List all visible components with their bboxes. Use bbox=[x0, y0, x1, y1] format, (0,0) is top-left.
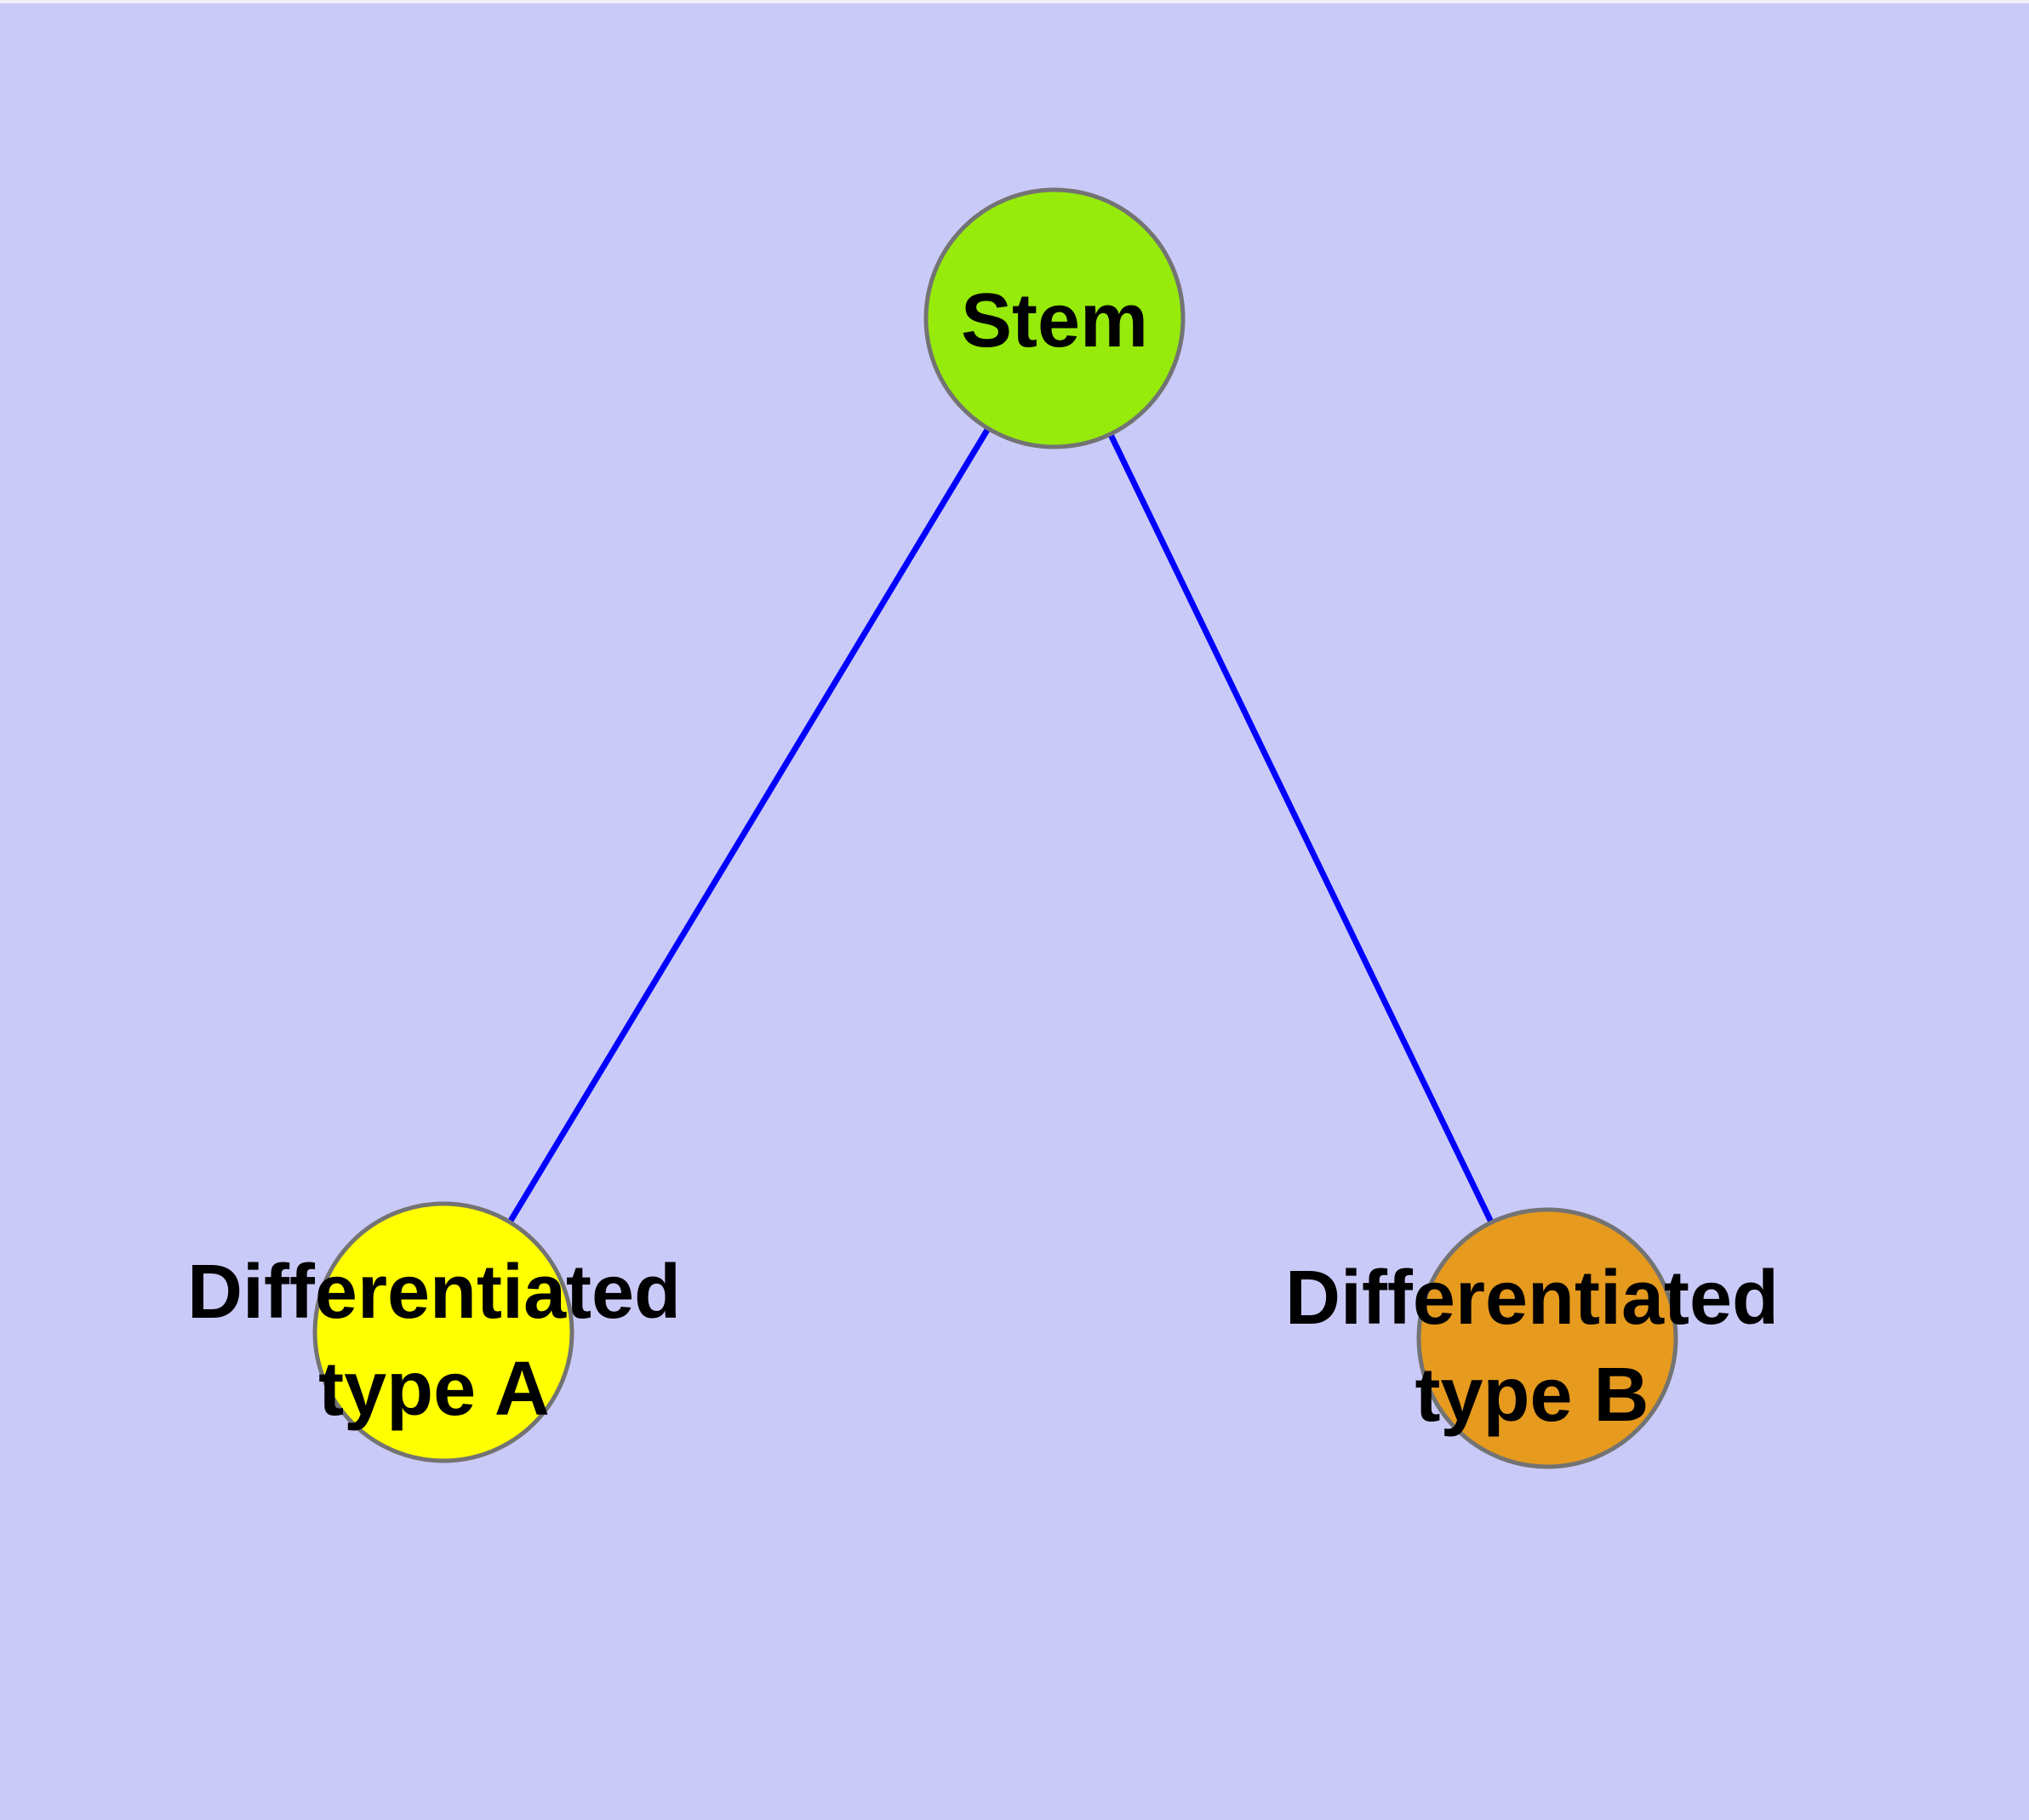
stem-node-label: Stem bbox=[961, 278, 1148, 363]
edge-stem-to-type-b bbox=[1051, 317, 1551, 1340]
type-b-node-circle bbox=[1416, 1207, 1678, 1469]
type-a-node-circle bbox=[312, 1201, 574, 1463]
node-differentiated-type-a: Differentiated type A bbox=[187, 1201, 681, 1463]
stem-node-circle bbox=[923, 187, 1186, 449]
node-stem: Stem bbox=[923, 187, 1186, 449]
node-differentiated-type-b: Differentiated type B bbox=[1285, 1207, 1779, 1469]
type-a-node-label-line1: Differentiated bbox=[187, 1250, 681, 1335]
edge-stem-to-type-a bbox=[441, 317, 1057, 1334]
top-margin-strip bbox=[0, 0, 2029, 3]
type-b-node-label-line1: Differentiated bbox=[1285, 1256, 1779, 1341]
edges bbox=[441, 317, 1551, 1340]
type-a-node-label-line2: type A bbox=[318, 1347, 550, 1432]
type-b-node-label-line2: type B bbox=[1415, 1353, 1649, 1438]
